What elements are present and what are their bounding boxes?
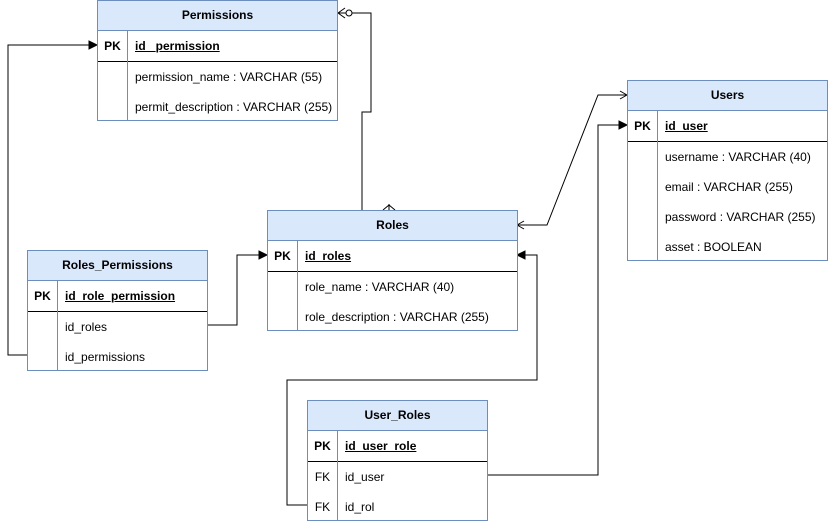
table-title: Roles [268, 211, 517, 241]
arrowhead-roles-pk-left [258, 250, 269, 260]
table-row: asset : BOOLEAN [628, 232, 827, 262]
crowfoot-users-b [619, 94, 628, 100]
table-title: Permissions [98, 1, 337, 31]
table-title: Roles_Permissions [28, 251, 207, 281]
field-name: permit_description : VARCHAR (255) [135, 100, 333, 114]
table-row: role_description : VARCHAR (255) [268, 302, 517, 332]
table-user-roles[interactable]: User_Roles PK id_user_role FK id_user FK… [307, 400, 488, 521]
connector-roles-to-users [517, 94, 627, 226]
table-row-pk: PK id_role_permission [28, 281, 207, 312]
pk-label: PK [314, 439, 331, 453]
table-row: FK id_rol [308, 492, 487, 522]
table-row-pk: PK id_roles [268, 241, 517, 272]
table-row: permit_description : VARCHAR (255) [98, 92, 337, 122]
table-title: User_Roles [308, 401, 487, 431]
table-row: email : VARCHAR (255) [628, 172, 827, 202]
table-row: FK id_user [308, 462, 487, 492]
pk-field-name: id_user [665, 119, 708, 133]
table-roles-permissions[interactable]: Roles_Permissions PK id_role_permission … [27, 250, 208, 371]
table-roles[interactable]: Roles PK id_roles role_name : VARCHAR (4… [267, 210, 518, 331]
crowfoot-roles-right-b [516, 224, 525, 230]
crowfoot-permissions-b [337, 12, 346, 19]
crowfoot-permissions-a [337, 7, 346, 14]
table-row-pk: PK id_user_role [308, 431, 487, 462]
arrowhead-permissions-pk [88, 40, 99, 50]
table-row-pk: PK id_user [628, 111, 827, 142]
table-users[interactable]: Users PK id_user username : VARCHAR (40)… [627, 80, 828, 261]
table-row: role_name : VARCHAR (40) [268, 272, 517, 302]
table-row: id_roles [28, 312, 207, 342]
field-name: permission_name : VARCHAR (55) [135, 70, 323, 84]
pk-field-name: id_user_role [345, 439, 417, 453]
field-name: id_roles [65, 320, 108, 334]
fk-label: FK [314, 500, 331, 514]
field-name: id_permissions [65, 350, 146, 364]
pk-label: PK [104, 39, 121, 53]
pk-label: PK [34, 289, 51, 303]
column-divider [657, 110, 658, 260]
arrowhead-roles-pk-right [515, 250, 526, 260]
pk-field-name: id _permission [135, 39, 220, 53]
field-name: username : VARCHAR (40) [665, 150, 811, 164]
column-divider [57, 280, 58, 370]
column-divider [297, 240, 298, 330]
pk-field-name: id_roles [305, 249, 352, 263]
field-name: asset : BOOLEAN [665, 240, 762, 254]
table-row: password : VARCHAR (255) [628, 202, 827, 232]
field-name: id_user [345, 470, 385, 484]
table-row: permission_name : VARCHAR (55) [98, 62, 337, 92]
field-name: password : VARCHAR (255) [665, 210, 816, 224]
pk-label: PK [274, 249, 291, 263]
column-divider [127, 30, 128, 120]
column-divider [337, 430, 338, 520]
pk-label: PK [634, 119, 651, 133]
crowfoot-users-a [619, 90, 628, 96]
field-name: id_rol [345, 500, 375, 514]
field-name: role_name : VARCHAR (40) [305, 280, 455, 294]
pk-field-name: id_role_permission [65, 289, 176, 303]
field-name: email : VARCHAR (255) [665, 180, 793, 194]
connector-roles-permissions-to-roles [207, 254, 259, 326]
table-title: Users [628, 81, 827, 111]
table-row: id_permissions [28, 342, 207, 372]
field-name: role_description : VARCHAR (255) [305, 310, 489, 324]
crowfoot-roles-right-a [516, 220, 525, 226]
zero-mark-permissions [345, 9, 353, 17]
connector-roles-to-permissions [338, 12, 372, 210]
fk-label: FK [314, 470, 331, 484]
table-row: username : VARCHAR (40) [628, 142, 827, 172]
table-permissions[interactable]: Permissions PK id _permission permission… [97, 0, 338, 121]
arrowhead-users-pk [618, 120, 629, 130]
table-row-pk: PK id _permission [98, 31, 337, 62]
